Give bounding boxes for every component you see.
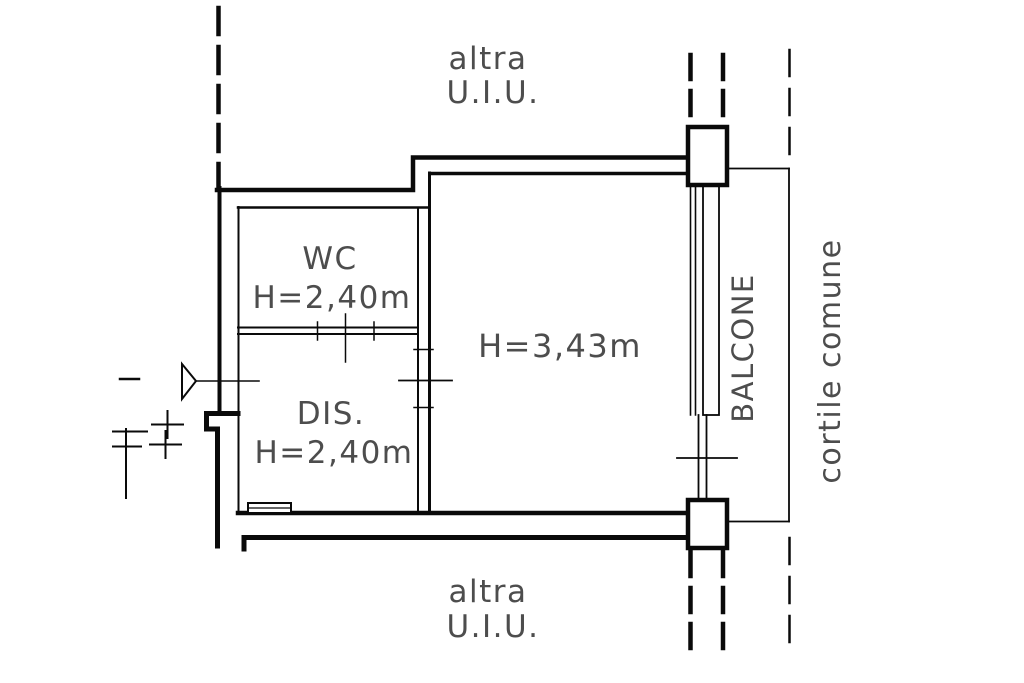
label-main-room-height: H=3,43m — [478, 327, 642, 365]
boundary-dashed-lines — [216, 5, 791, 663]
wall-left-lower — [204, 411, 241, 549]
label-adjacent-unit-bottom-line2: U.I.U. — [446, 609, 539, 645]
label-courtyard: cortile comune — [813, 238, 848, 483]
label-balcony: BALCONE — [726, 273, 760, 422]
entrance — [118, 361, 260, 402]
interior-walls — [236, 171, 431, 515]
survey-marks — [112, 410, 184, 499]
label-wc-height: H=2,40m — [252, 280, 411, 316]
label-adjacent-unit-top-line2: U.I.U. — [446, 75, 539, 111]
outer-walls — [204, 124, 730, 552]
pillar-top-right — [685, 124, 730, 188]
wall-top-outer — [214, 155, 691, 193]
labels: altra U.I.U. WC H=2,40m H=3,43m DIS. H=2… — [252, 41, 848, 645]
pillar-bottom-right — [685, 497, 730, 551]
label-wc: WC — [302, 241, 357, 277]
entrance-arrow-icon — [181, 361, 198, 402]
balcony-window — [702, 183, 720, 416]
label-adjacent-unit-top-line1: altra — [448, 41, 527, 77]
balcony-wall — [676, 183, 738, 501]
wall-bottom-outer — [241, 535, 691, 552]
label-adjacent-unit-bottom-line1: altra — [448, 574, 527, 610]
balcony-outline — [726, 167, 790, 523]
label-dis-height: H=2,40m — [254, 435, 413, 471]
label-dis: DIS. — [297, 396, 366, 432]
door-marks — [316, 313, 453, 409]
